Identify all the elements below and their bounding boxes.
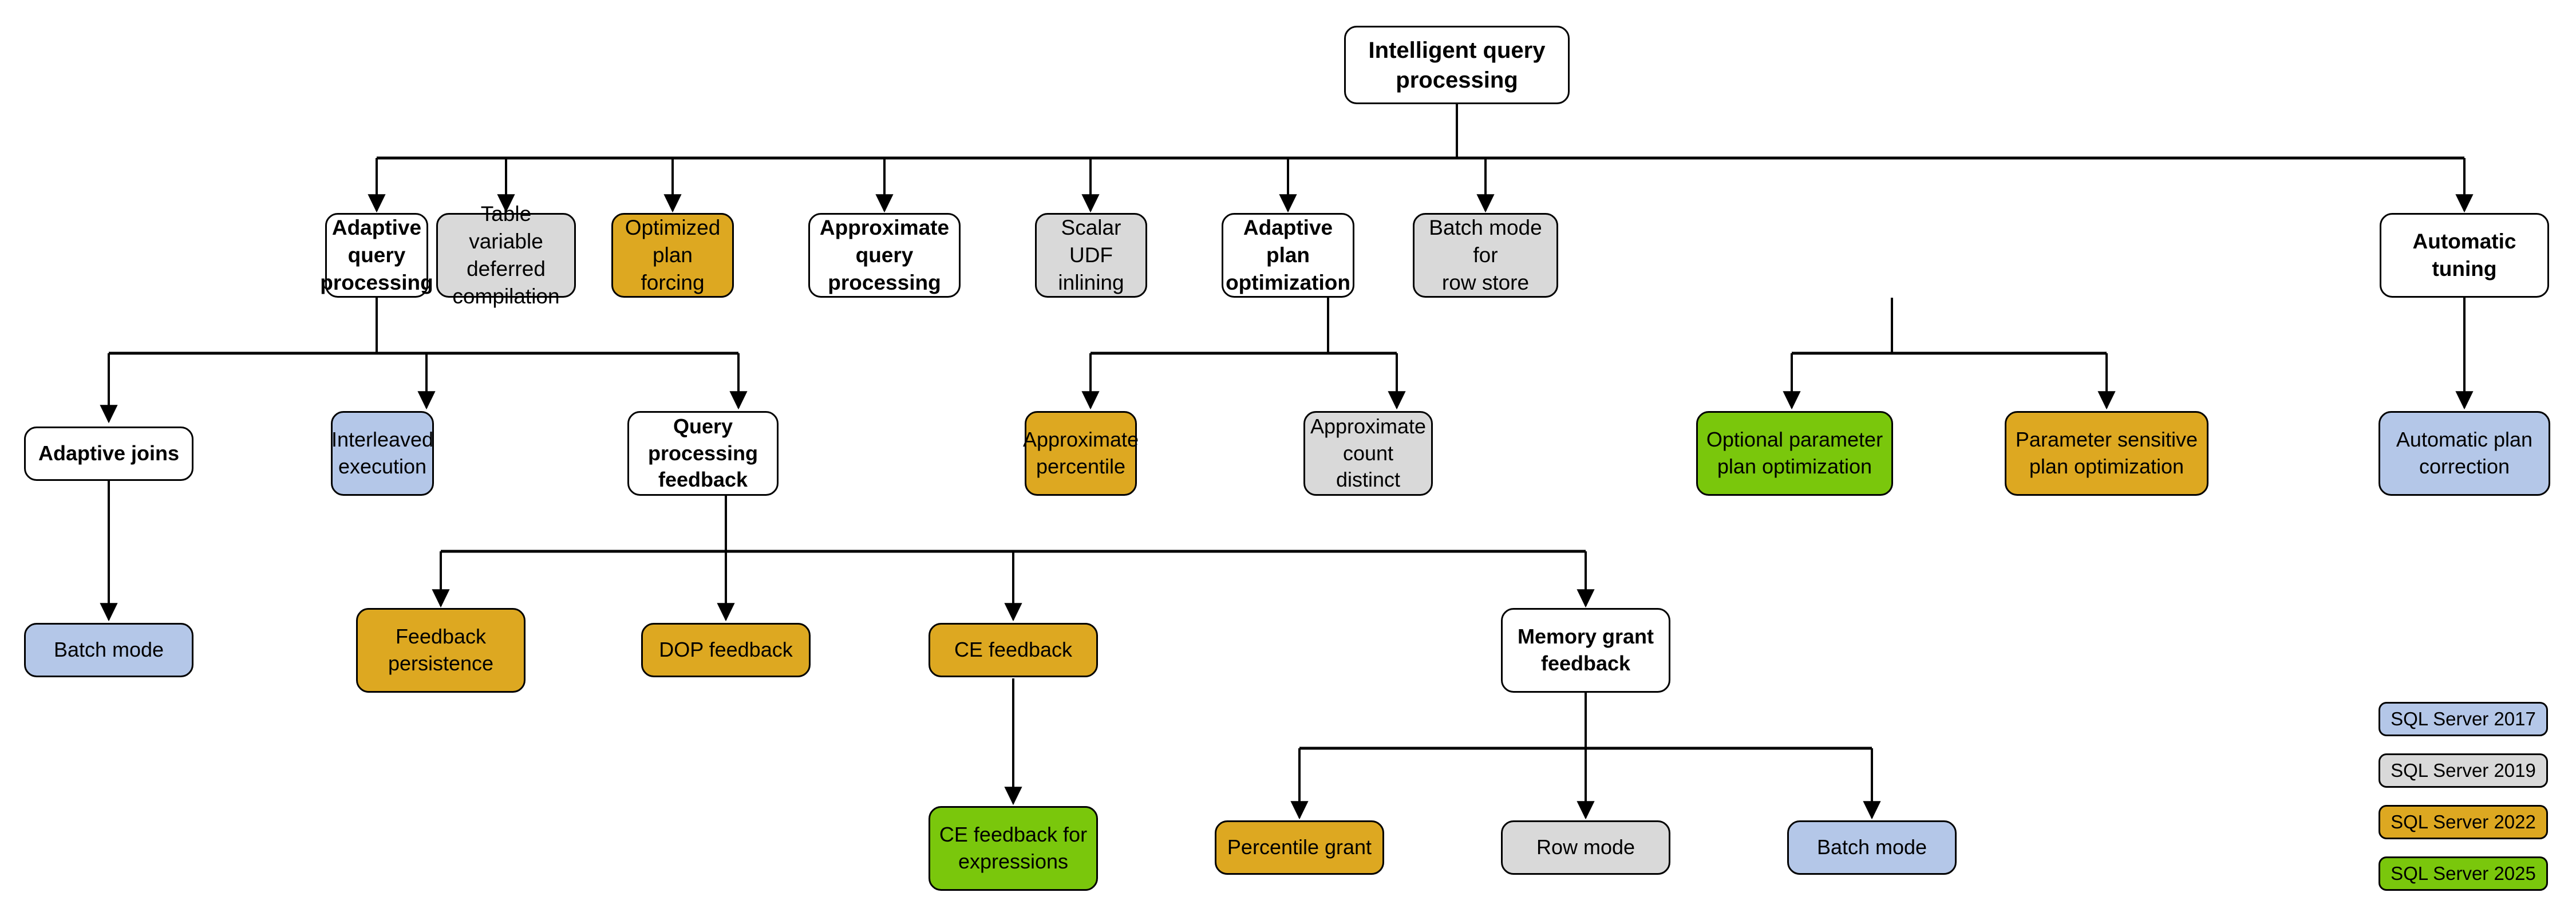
node-adaptive-joins[interactable]: Adaptive joins (24, 427, 193, 481)
node-memory-grant-feedback[interactable]: Memory grant feedback (1501, 608, 1670, 693)
node-interleaved-execution[interactable]: Interleaved execution (331, 411, 434, 496)
node-approximate-query-processing[interactable]: Approximate query processing (808, 213, 961, 298)
node-parameter-sensitive-plan-optimization[interactable]: Parameter sensitive plan optimization (2005, 411, 2208, 496)
node-batch-mode-for-row-store[interactable]: Batch mode for row store (1413, 213, 1558, 298)
legend-item-sql-server-2019: SQL Server 2019 (2379, 753, 2548, 788)
node-feedback-persistence[interactable]: Feedback persistence (356, 608, 526, 693)
legend-item-sql-server-2022: SQL Server 2022 (2379, 805, 2548, 839)
node-scalar-udf-inlining[interactable]: Scalar UDF inlining (1035, 213, 1147, 298)
node-automatic-tuning[interactable]: Automatic tuning (2380, 213, 2549, 298)
legend-item-sql-server-2017: SQL Server 2017 (2379, 702, 2548, 736)
node-dop-feedback[interactable]: DOP feedback (641, 623, 811, 677)
node-approximate-count-distinct[interactable]: Approximate count distinct (1303, 411, 1433, 496)
node-optional-parameter-plan-optimization[interactable]: Optional parameter plan optimization (1696, 411, 1893, 496)
node-query-processing-feedback[interactable]: Query processing feedback (627, 411, 779, 496)
node-optimized-plan-forcing[interactable]: Optimized plan forcing (611, 213, 734, 298)
node-approximate-percentile[interactable]: Approximate percentile (1023, 411, 1139, 496)
node-adaptive-plan-optimization[interactable]: Adaptive plan optimization (1222, 213, 1354, 298)
node-adaptive-query-processing[interactable]: Adaptive query processing (320, 213, 433, 298)
legend-item-sql-server-2025: SQL Server 2025 (2379, 856, 2548, 891)
node-row-mode[interactable]: Row mode (1501, 820, 1670, 875)
node-ce-feedback-for-expressions[interactable]: CE feedback for expressions (929, 806, 1098, 891)
node-ce-feedback[interactable]: CE feedback (929, 623, 1098, 677)
node-intelligent-query-processing[interactable]: Intelligent query processing (1344, 26, 1570, 104)
node-automatic-plan-correction[interactable]: Automatic plan correction (2379, 411, 2550, 496)
node-percentile-grant[interactable]: Percentile grant (1215, 820, 1384, 875)
node-table-variable-deferred-compilation[interactable]: Table variable deferred compilation (436, 202, 576, 308)
node-batch-mode-adaptive-joins[interactable]: Batch mode (24, 623, 193, 677)
node-batch-mode-memory-grant[interactable]: Batch mode (1787, 820, 1957, 875)
